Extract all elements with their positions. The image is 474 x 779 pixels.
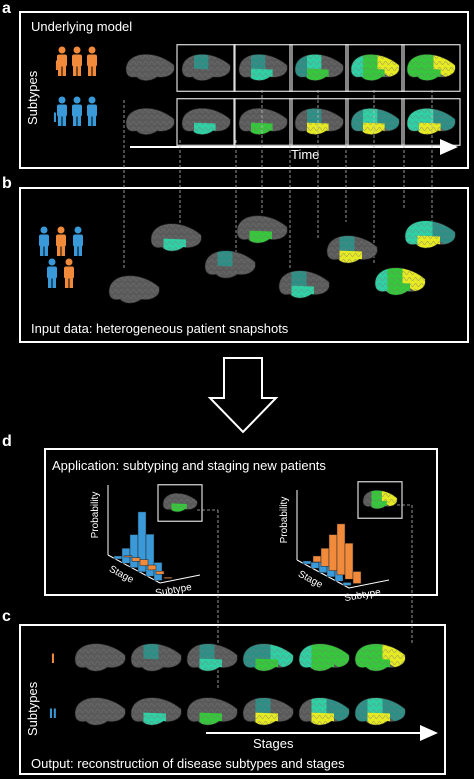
panel-c-subtype-2-label: II — [49, 705, 57, 721]
panel-a-title: Underlying model — [31, 19, 133, 34]
panel-a-letter: a — [2, 0, 11, 17]
panel-a: Underlying model Subtypes I II Time — [19, 11, 469, 169]
sustain-arrow-label: SuStaIn — [244, 361, 259, 408]
panel-c-subtypes-label: Subtypes — [25, 681, 40, 736]
panel-c: Subtypes I II Stages Output: reconstruct… — [19, 624, 446, 775]
panel-b: Input data: heterogeneous patient snapsh… — [19, 187, 469, 343]
panel-d-letter: d — [2, 433, 12, 450]
panel-c-stages-label: Stages — [253, 736, 294, 751]
panel-c-footer: Output: reconstruction of disease subtyp… — [31, 756, 345, 771]
panel-a-time-label: Time — [291, 147, 320, 162]
sustain-arrow — [207, 357, 279, 434]
panel-b-letter: b — [2, 175, 12, 192]
panel-d: Application: subtyping and staging new p… — [44, 448, 438, 596]
panel-d-title: Application: subtyping and staging new p… — [52, 458, 326, 473]
panel-a-subtypes-label: Subtypes — [25, 70, 40, 125]
panel-a-subtype-2-label: II — [53, 109, 61, 125]
panel-a-subtype-1-label: I — [55, 57, 59, 73]
panel-b-title: Input data: heterogeneous patient snapsh… — [31, 321, 289, 336]
panel-c-letter: c — [2, 608, 11, 625]
panel-c-subtype-1-label: I — [51, 650, 55, 666]
